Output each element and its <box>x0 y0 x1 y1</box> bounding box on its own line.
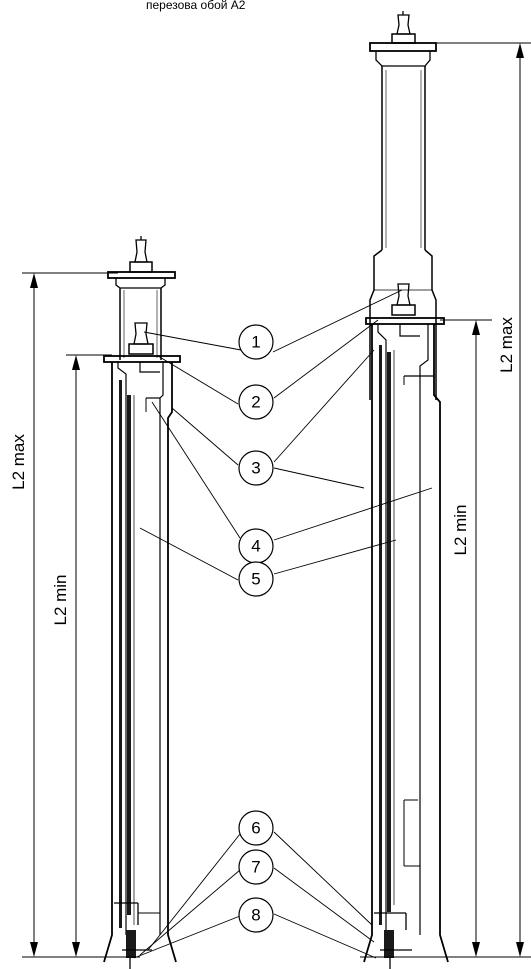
callout-5-number: 5 <box>251 570 260 589</box>
callout-3: 3 <box>238 450 274 486</box>
right-inner-dimension-label: L2 min <box>451 504 470 555</box>
callout-8-number: 8 <box>251 906 260 925</box>
callout-2: 2 <box>238 384 274 420</box>
callout-4: 4 <box>238 528 274 564</box>
callout-1: 1 <box>238 324 274 360</box>
callout-7: 7 <box>238 849 274 885</box>
callout-2-number: 2 <box>251 393 260 412</box>
callout-1-number: 1 <box>251 333 260 352</box>
right-top-fitting <box>365 283 445 325</box>
left-main-body <box>103 362 177 969</box>
right-assembly <box>363 11 449 969</box>
left-outer-dimension-label: L2 max <box>9 434 28 490</box>
left-inner-dimension-label: L2 min <box>51 574 70 625</box>
callout-leaders <box>133 289 433 959</box>
left-top-fitting <box>103 322 181 363</box>
callout-5: 5 <box>238 561 274 597</box>
right-upper-extension <box>369 11 437 400</box>
right-main-body <box>363 324 449 969</box>
callout-6-number: 6 <box>251 819 260 838</box>
callout-4-number: 4 <box>251 537 260 556</box>
callout-3-number: 3 <box>251 459 260 478</box>
diagram-caption: перезова обой А2 <box>146 0 246 12</box>
left-assembly <box>103 236 181 969</box>
callout-7-number: 7 <box>251 858 260 877</box>
right-outer-dimension-label: L2 max <box>497 317 516 373</box>
left-upper-extension <box>107 236 176 360</box>
callout-6: 6 <box>238 810 274 846</box>
callout-8: 8 <box>238 897 274 933</box>
dimension-lines: L2 max L2 min L2 max L2 min <box>9 42 531 958</box>
